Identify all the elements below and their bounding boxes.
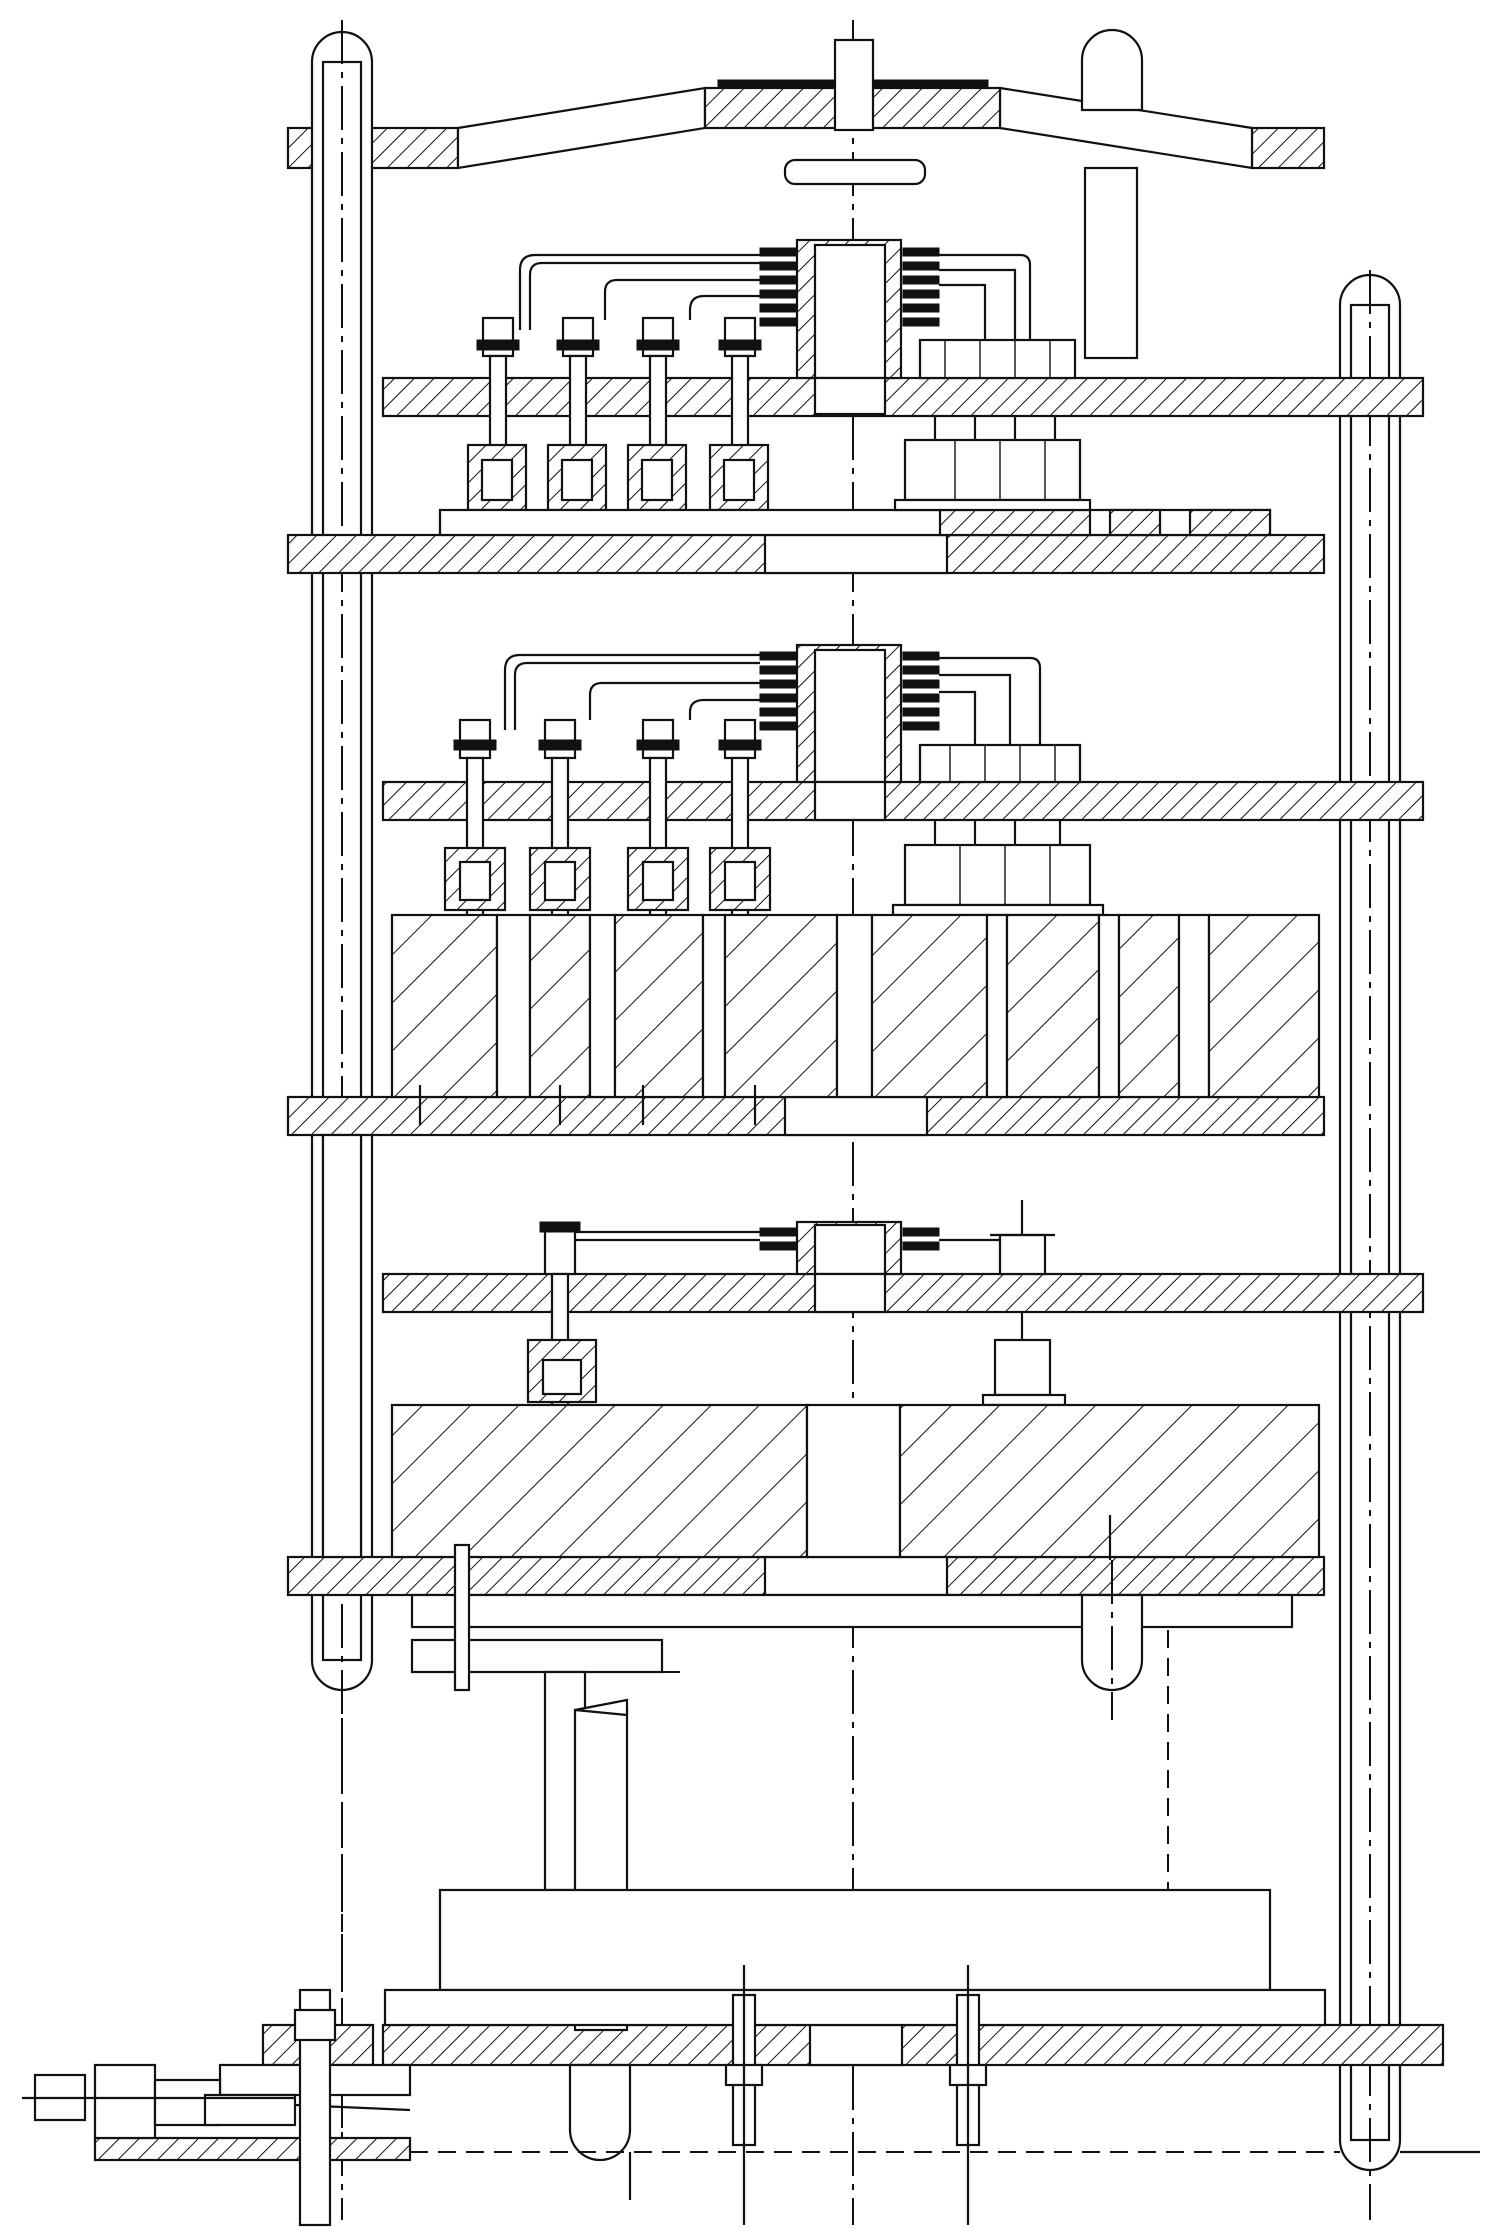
upper-mold-block — [390, 913, 1321, 1125]
base-plate — [381, 2023, 1445, 2067]
hydraulic-cylinder — [341, 1543, 1327, 2140]
top-cover-plate — [286, 28, 1326, 360]
platen-5 — [381, 1272, 1425, 1314]
stage-1-assembly — [438, 238, 1272, 537]
base-assembly — [22, 1965, 1480, 2227]
lower-mold-block — [390, 1403, 1321, 1560]
platen-3 — [381, 780, 1425, 822]
platen-1 — [381, 376, 1425, 418]
left-tie-rod-lower — [321, 1133, 363, 1559]
right-tie-rod — [1338, 270, 1402, 2220]
stage-2-assembly — [443, 643, 1105, 940]
stage-3-assembly — [526, 1200, 1067, 1456]
